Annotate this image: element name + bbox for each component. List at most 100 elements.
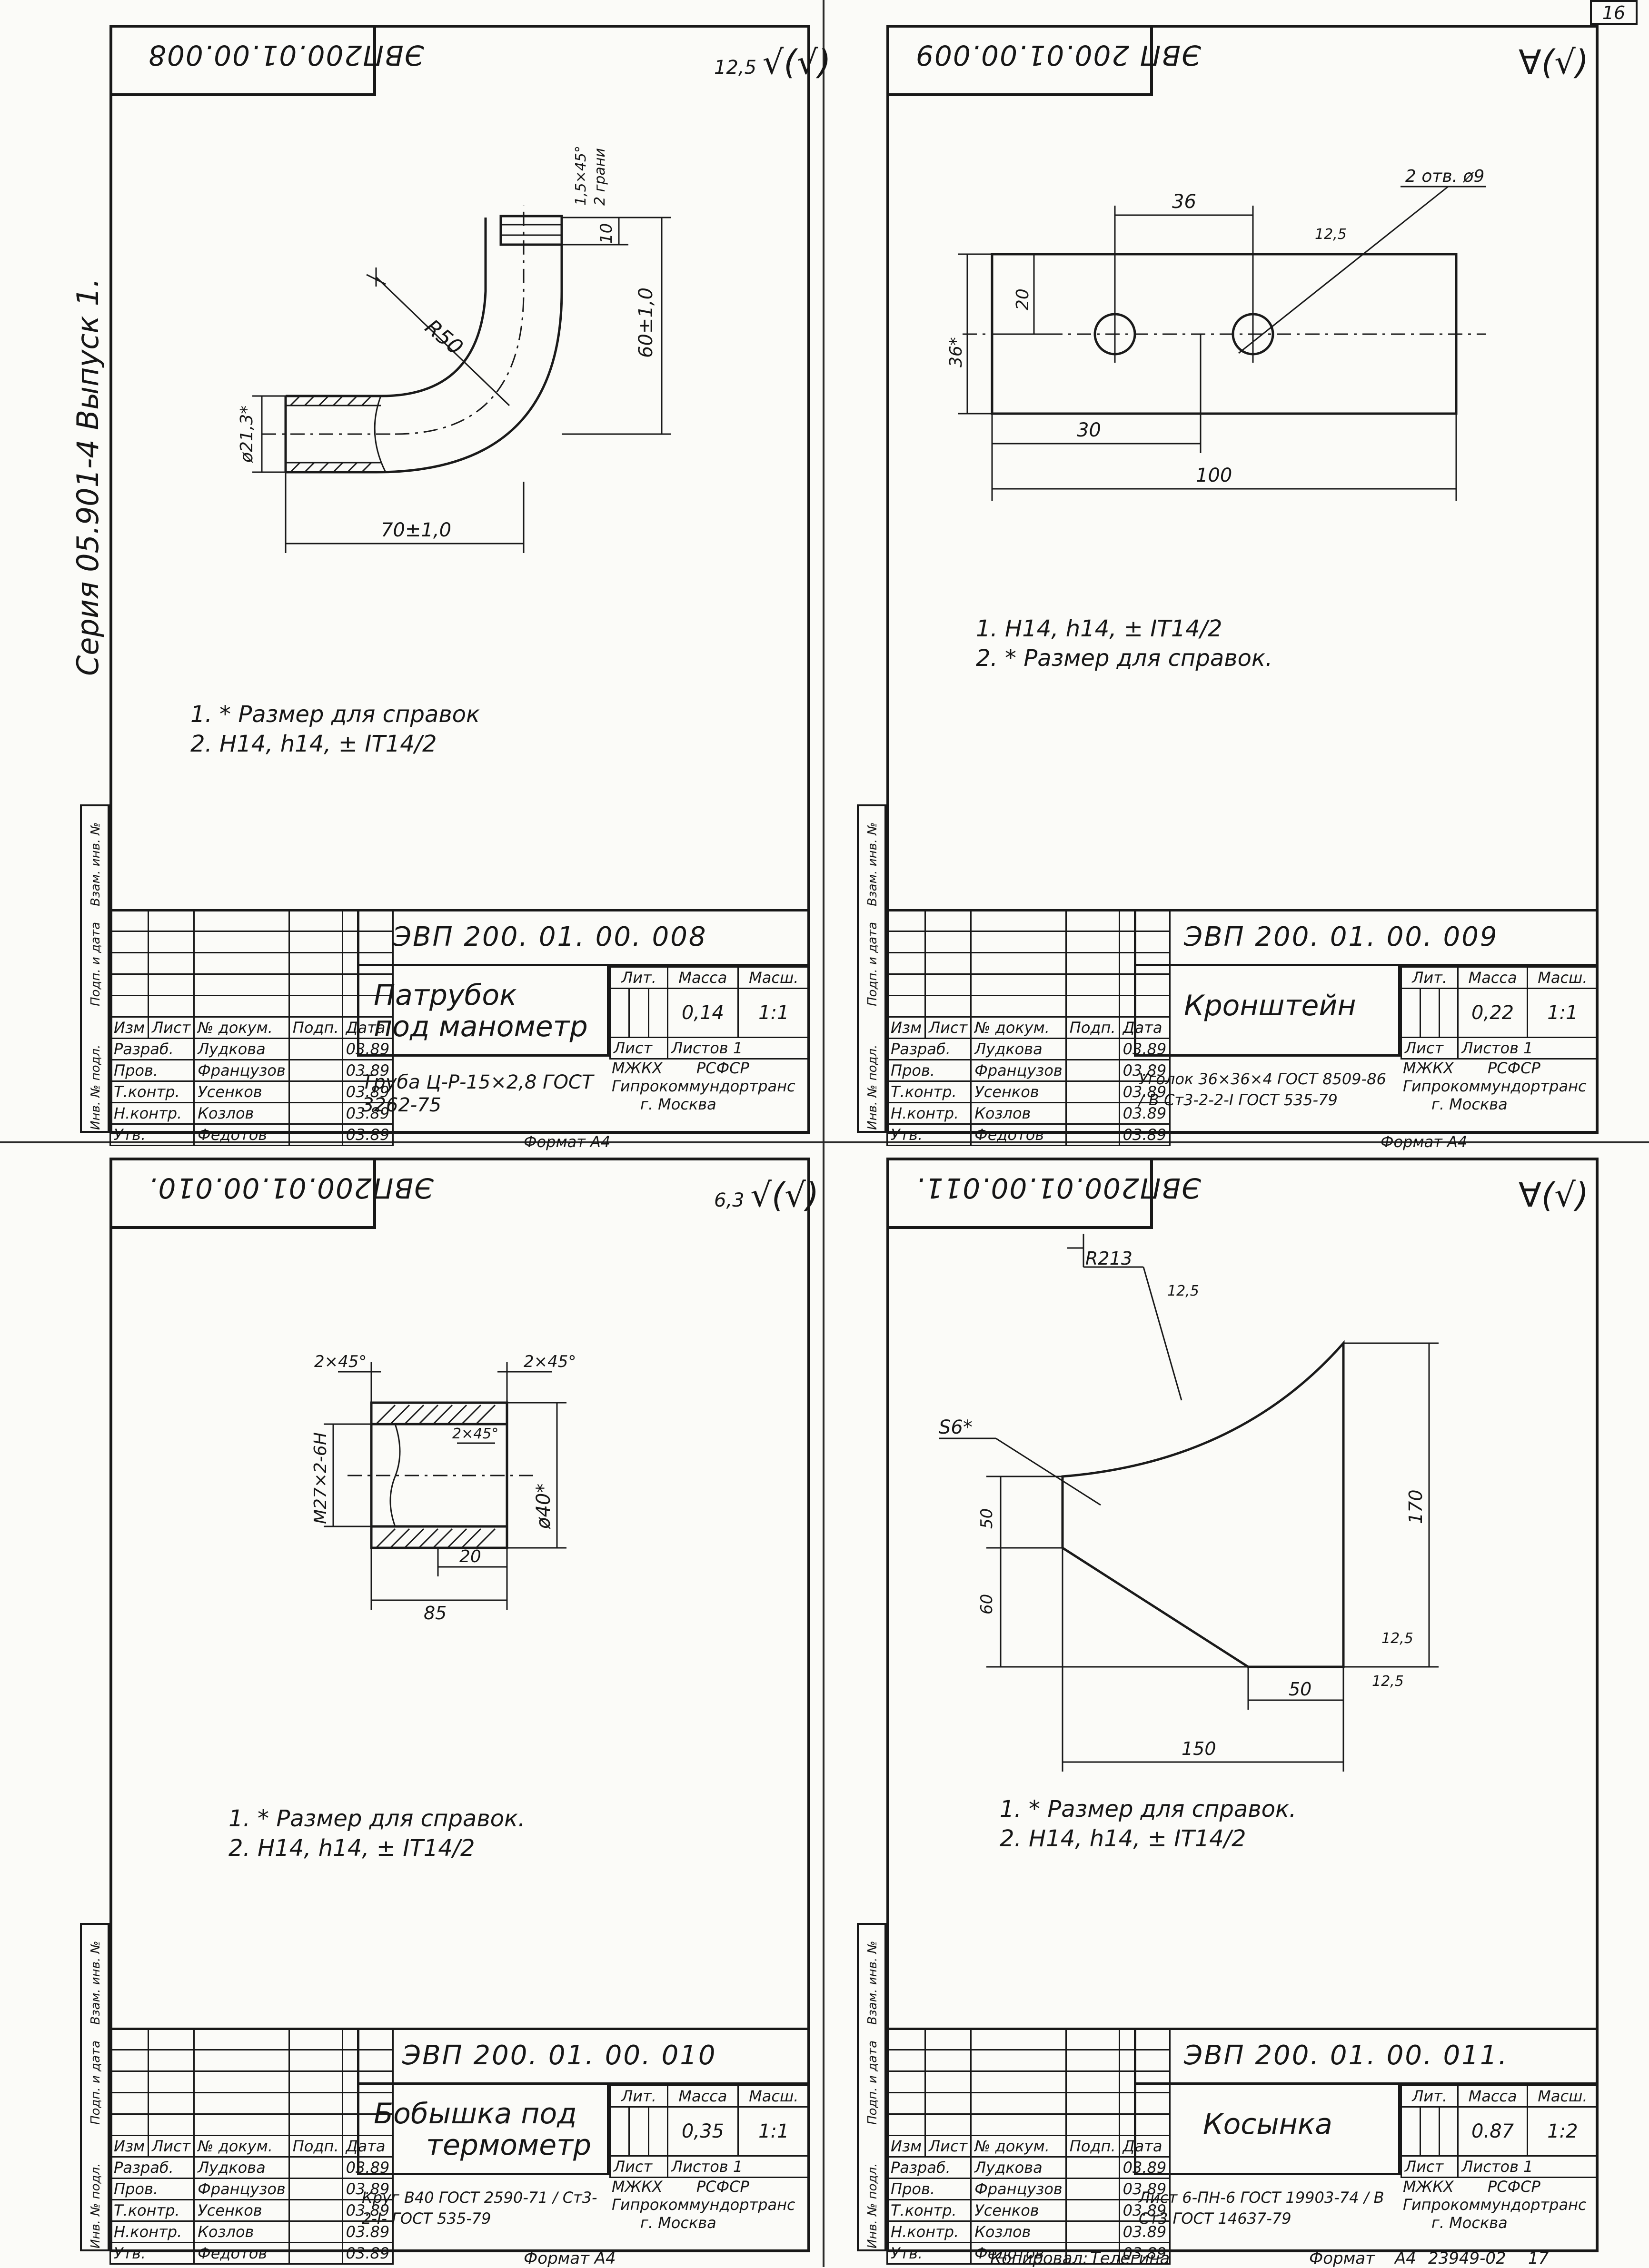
part-name-line1: Бобышка под	[374, 2097, 577, 2130]
sheet-label: Лист	[609, 2155, 669, 2178]
side-label-sign: Подп. и дата	[865, 2040, 880, 2125]
side-label-inv: Инв. № подл.	[89, 1044, 103, 1130]
hdr-doc: № докум.	[193, 2135, 290, 2158]
person-ncontrol: Козлов	[193, 2220, 290, 2243]
material-text: Круг В40 ГОСТ 2590-71 / Ст3-2-I- ГОСТ 53…	[362, 2189, 597, 2228]
side-label-inv: Инв. № подл.	[89, 2163, 103, 2248]
person-tcontrol: Усенков	[970, 1080, 1067, 1103]
org-republic: РСФСР	[1487, 1059, 1540, 1077]
role-approver: Утв.	[886, 1123, 972, 1146]
role-checker: Пров.	[109, 2178, 195, 2200]
format-008: Формат А4	[524, 1133, 611, 1151]
hdr-sign: Подп.	[288, 2135, 343, 2158]
footer-sheet: 17	[1528, 2249, 1549, 2268]
org-institute: Гипрокоммундортранс	[1403, 2196, 1587, 2214]
date-tcontrol: 03.89	[341, 2199, 394, 2222]
org-block-009: МЖКХ РСФСР Гипрокоммундортранс г. Москва	[1403, 1059, 1596, 1113]
org-republic: РСФСР	[696, 2178, 749, 2196]
material-text: Труба Ц-Р-15×2,8 ГОСТ 3262-75	[362, 1071, 594, 1116]
doc-number-box-mirror-011: ЭВП200.01.00.011.	[886, 1158, 1201, 1229]
hdr-sheet: Лист	[924, 1016, 972, 1039]
name-cell-009: Кронштейн	[1134, 966, 1401, 1057]
side-strip-010: Инв. № подл. Подп. и дата Взам. инв. №	[80, 1923, 109, 2251]
hdr-sheet: Лист	[924, 2135, 972, 2158]
lit-label: Лит.	[1400, 966, 1459, 989]
role-checker: Пров.	[109, 1059, 195, 1082]
org-ministry: МЖКХ	[612, 2178, 663, 2196]
hdr-change: Изм	[886, 2135, 926, 2158]
side-label-inv: Инв. № подл.	[865, 2163, 880, 2248]
mass-label: Масса	[1457, 966, 1528, 989]
note-2: 2. * Размер для справок.	[976, 645, 1273, 672]
doc-number: ЭВП 200. 01. 00. 010	[402, 2040, 717, 2071]
dim-inner: 20	[459, 1547, 481, 1566]
hdr-date: Дата	[341, 1016, 394, 1039]
sheets-label: Листов 1	[667, 1037, 810, 1060]
boss-hatch	[375, 1404, 496, 1549]
mass-label: Масса	[667, 966, 739, 989]
dim-chamfer-inner: 2×45°	[452, 1426, 498, 1442]
sheet-label: Лист	[1400, 2155, 1459, 2178]
note-2: 2. H14, h14, ± IT14/2	[228, 1835, 475, 1862]
footer-format: Формат	[1309, 2249, 1375, 2268]
hdr-doc: № докум.	[193, 1016, 290, 1039]
notes-010: 1. * Размер для справок. 2. H14, h14, ± …	[228, 1804, 525, 1863]
hdr-date: Дата	[1118, 2135, 1171, 2158]
dim-height: 60±1,0	[635, 287, 657, 358]
side-strip-009: Инв. № подл. Подп. и дата Взам. инв. №	[857, 804, 886, 1133]
org-ministry: МЖКХ	[612, 1059, 663, 1077]
roughness-mark: 6,3 √(√)	[714, 1176, 819, 1215]
lit-label: Лит.	[609, 966, 669, 989]
title-row-008: ЭВП 200. 01. 00. 008	[357, 909, 810, 966]
date-approver: 03.89	[341, 2242, 394, 2265]
dim-length: 70±1,0	[381, 519, 451, 541]
date-ncontrol: 03.89	[1118, 2220, 1171, 2243]
note-2: 2. H14, h14, ± IT14/2	[1000, 1825, 1246, 1852]
scale-label: Масш.	[1526, 966, 1599, 989]
section-hatch	[289, 395, 372, 473]
roughness-mark: ∀(√)	[1519, 1176, 1589, 1215]
role-checker: Пров.	[886, 2178, 972, 2200]
mass-label: Масса	[667, 2085, 739, 2108]
org-ministry: МЖКХ	[1403, 1059, 1454, 1077]
dim-rough-2: 12,5	[1381, 1630, 1413, 1647]
roughness-symbol-icon: √(√)	[762, 43, 831, 82]
org-block-011: МЖКХ РСФСР Гипрокоммундортранс г. Москва	[1403, 2178, 1596, 2232]
page-number: 16	[1602, 2, 1626, 23]
role-approver: Утв.	[109, 2242, 195, 2265]
format-009: Формат А4	[1381, 1133, 1468, 1151]
drawing-bobyshka: 2×45° 2×45° 2×45° M27×2-6H ø40* 20 85	[311, 1352, 576, 1624]
part-name-line1: Патрубок	[374, 979, 517, 1012]
note-1: 1. H14, h14, ± IT14/2	[976, 615, 1222, 642]
scale-value: 1:1	[737, 2106, 811, 2157]
role-tcontrol: Т.контр.	[886, 2199, 972, 2222]
side-strip-011: Инв. № подл. Подп. и дата Взам. инв. №	[857, 1923, 886, 2251]
scale-label: Масш.	[1526, 2085, 1599, 2108]
org-city: г. Москва	[640, 1095, 716, 1113]
note-2: 2. H14, h14, ± IT14/2	[190, 731, 437, 757]
lit-label: Лит.	[609, 2085, 669, 2108]
hdr-change: Изм	[109, 1016, 149, 1039]
hdr-doc: № докум.	[970, 2135, 1067, 2158]
person-ncontrol: Козлов	[970, 2220, 1067, 2243]
hdr-sign: Подп.	[288, 1016, 343, 1039]
footer-format-code: А4	[1395, 2249, 1416, 2268]
dim-diameter: ø40*	[533, 1484, 555, 1529]
footer-order: 23949-02	[1428, 2249, 1506, 2268]
sheet-label: Лист	[1400, 1037, 1459, 1060]
date-ncontrol: 03.89	[341, 2220, 394, 2243]
hdr-sheet: Лист	[148, 1016, 195, 1039]
notes-008: 1. * Размер для справок 2. H14, h14, ± I…	[190, 700, 480, 759]
doc-number: ЭВП 200. 01. 00. 011.	[1184, 2040, 1509, 2071]
material-011: Лист 6-ПН-6 ГОСТ 19903-74 / В Ст3 ГОСТ 1…	[1139, 2187, 1396, 2229]
title-row-010: ЭВП 200. 01. 00. 010	[357, 2028, 810, 2085]
person-developer: Лудкова	[970, 2156, 1067, 2179]
name-cell-010: Бобышка под термометр	[357, 2085, 609, 2175]
role-approver: Утв.	[886, 2242, 972, 2265]
hdr-date: Дата	[1118, 1016, 1171, 1039]
org-block-010: МЖКХ РСФСР Гипрокоммундортранс г. Москва	[612, 2178, 807, 2232]
